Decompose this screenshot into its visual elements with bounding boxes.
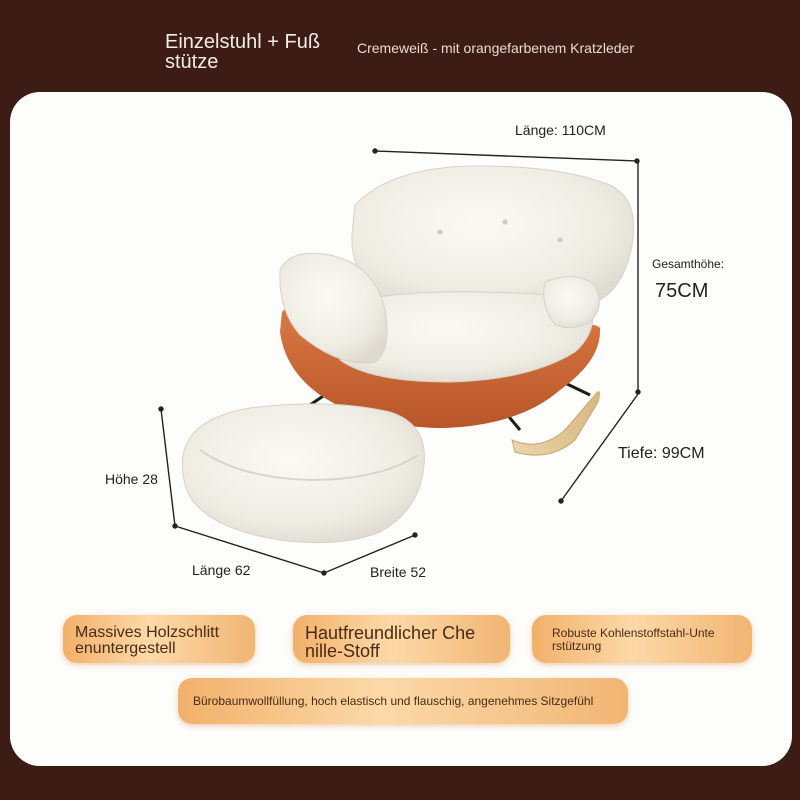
ottoman-length-line bbox=[174, 525, 325, 574]
product-title: Einzelstuhl + Fuß stütze bbox=[165, 32, 355, 72]
chair-depth-label: Tiefe: 99CM bbox=[618, 445, 705, 462]
ottoman-top-seam bbox=[199, 449, 419, 482]
wooden-rocker bbox=[511, 391, 600, 456]
feature-wood-frame: Massives Holzschlitt enuntergestell bbox=[63, 615, 255, 663]
feature-wood-line-2: enuntergestell bbox=[75, 640, 176, 657]
rocking-chair bbox=[279, 165, 635, 456]
total-height-value: 75CM bbox=[655, 280, 709, 302]
ottoman-height-label: Höhe 28 bbox=[105, 471, 158, 487]
left-armrest bbox=[279, 252, 388, 364]
dimension-lines bbox=[158, 148, 641, 576]
product-title-line-1: Einzelstuhl + Fuß bbox=[165, 31, 321, 53]
product-variant: Cremeweiß - mit orangefarbenem Kratzlede… bbox=[357, 40, 634, 56]
ottoman-length-label: Länge 62 bbox=[192, 562, 251, 578]
right-armrest bbox=[543, 276, 600, 329]
feature-steel-line-2: rstützung bbox=[552, 639, 602, 653]
feature-wood-line-1: Massives Holzschlitt bbox=[75, 624, 220, 641]
feature-fabric-line-1: Hautfreundlicher Che bbox=[305, 623, 476, 643]
chair-depth-line bbox=[560, 393, 639, 502]
feature-fabric-line-2: nille-Stoff bbox=[305, 641, 380, 661]
ottoman-width-line bbox=[323, 534, 416, 574]
ottoman-height-line bbox=[160, 408, 176, 527]
ottoman bbox=[181, 403, 425, 544]
ottoman-width-label: Breite 52 bbox=[370, 564, 427, 580]
feature-chenille-fabric: Hautfreundlicher Che nille-Stoff bbox=[293, 615, 510, 663]
tufting-buttons bbox=[437, 219, 563, 243]
chair-length-line bbox=[374, 150, 638, 162]
feature-filling-text: Bürobaumwollfüllung, hoch elastisch und … bbox=[193, 694, 594, 708]
ottoman-body bbox=[181, 403, 425, 544]
seat-cushion bbox=[329, 291, 594, 383]
chair-length-label: Länge: 110CM bbox=[515, 122, 606, 138]
feature-steel-line-1: Robuste Kohlenstoffstahl-Unte bbox=[552, 626, 715, 640]
total-height-label: Gesamthöhe: bbox=[652, 257, 725, 271]
product-title-line-2: stütze bbox=[165, 51, 219, 73]
feature-steel-support: Robuste Kohlenstoffstahl-Unte rstützung bbox=[532, 615, 752, 663]
feature-filling: Bürobaumwollfüllung, hoch elastisch und … bbox=[178, 678, 628, 724]
